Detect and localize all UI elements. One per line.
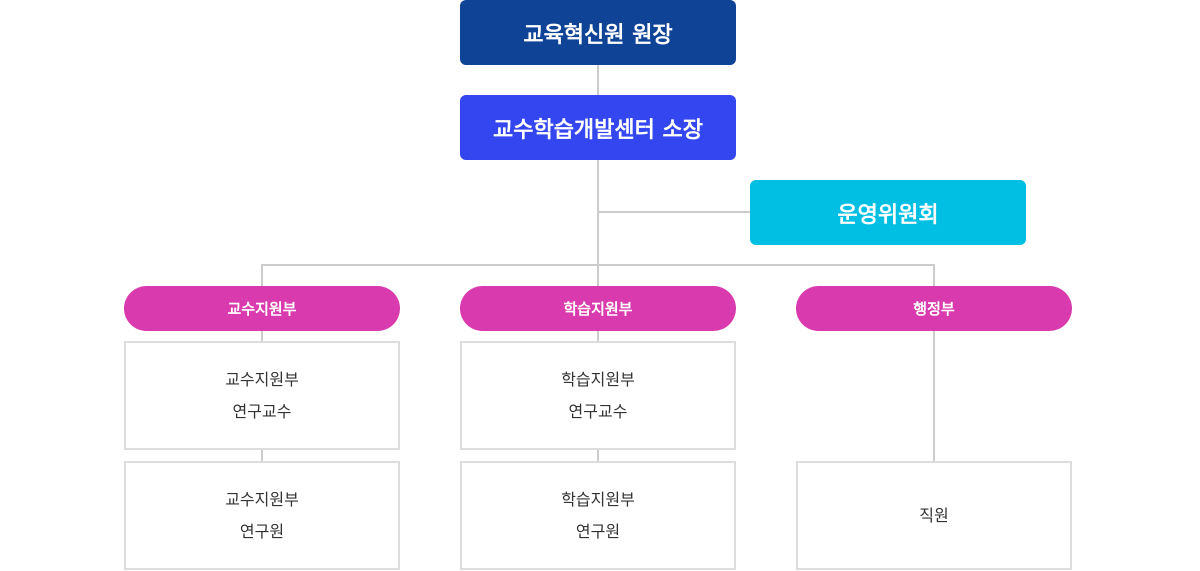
connector-dept-3: [933, 264, 935, 286]
department-label: 교수지원부: [227, 300, 297, 318]
connector-dept-1: [261, 264, 263, 286]
staff-box: 학습지원부 연구원: [460, 461, 736, 570]
connector-center-trunk: [597, 160, 599, 286]
staff-dept-label: 학습지원부: [561, 369, 635, 389]
director-label: 교육혁신원 원장: [523, 22, 673, 48]
connector-departments-horizontal: [261, 264, 935, 266]
staff-dept-label: 교수지원부: [225, 369, 299, 389]
staff-role-label: 연구교수: [568, 401, 628, 421]
staff-dept-label: 학습지원부: [561, 489, 635, 509]
staff-role-label: 연구교수: [232, 401, 292, 421]
connector-committee: [597, 211, 750, 213]
department-label: 행정부: [913, 300, 955, 318]
director-box: 교육혁신원 원장: [460, 0, 736, 65]
department-label: 학습지원부: [563, 300, 633, 318]
staff-box: 직원: [796, 461, 1072, 570]
staff-box: 교수지원부 연구교수: [124, 341, 400, 450]
staff-role-label: 직원: [919, 505, 949, 525]
staff-box: 교수지원부 연구원: [124, 461, 400, 570]
staff-dept-label: 교수지원부: [225, 489, 299, 509]
committee-label: 운영위원회: [837, 202, 939, 228]
staff-role-label: 연구원: [239, 521, 285, 541]
staff-role-label: 연구원: [575, 521, 621, 541]
department-administration: 행정부: [796, 286, 1072, 331]
department-learning-support: 학습지원부: [460, 286, 736, 331]
staff-box: 학습지원부 연구교수: [460, 341, 736, 450]
committee-box: 운영위원회: [750, 180, 1026, 245]
center-head-label: 교수학습개발센터 소장: [492, 117, 704, 143]
connector-dept-3-staff: [933, 331, 935, 462]
connector-director-center: [597, 65, 599, 95]
department-faculty-support: 교수지원부: [124, 286, 400, 331]
center-head-box: 교수학습개발센터 소장: [460, 95, 736, 160]
